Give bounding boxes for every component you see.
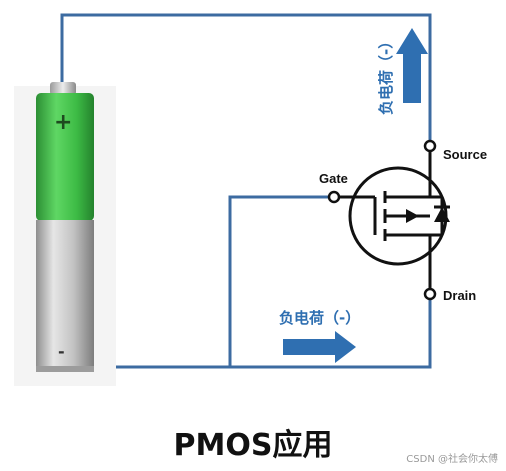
battery-minus-label: - bbox=[58, 342, 65, 361]
drain-terminal bbox=[423, 287, 437, 301]
body-arrow-icon bbox=[406, 209, 419, 223]
upward-charge-arrow bbox=[396, 28, 428, 103]
watermark: CSDN @社会你太傅 bbox=[406, 454, 498, 465]
battery bbox=[14, 82, 116, 386]
rightward-charge-arrow bbox=[283, 331, 356, 363]
horizontal-charge-label: 负电荷（-） bbox=[279, 309, 361, 327]
battery-green-top bbox=[36, 93, 94, 221]
diagram-caption: PMOS应用 bbox=[173, 428, 333, 463]
gate-wire bbox=[228, 195, 330, 367]
source-label: Source bbox=[443, 147, 488, 162]
top-wire bbox=[60, 13, 432, 140]
diode-triangle-icon bbox=[434, 207, 450, 222]
gate-label: Gate bbox=[319, 171, 348, 186]
battery-silver-body bbox=[36, 220, 94, 372]
battery-terminal-cap bbox=[50, 82, 76, 95]
source-terminal bbox=[423, 139, 437, 153]
battery-plus-label: + bbox=[54, 110, 73, 135]
wires bbox=[60, 13, 432, 369]
vertical-charge-label: 负电荷（-） bbox=[377, 33, 395, 115]
gate-terminal bbox=[327, 190, 341, 204]
bottom-wire bbox=[70, 294, 432, 369]
battery-bottom-rim bbox=[36, 366, 94, 372]
drain-label: Drain bbox=[443, 288, 477, 303]
pmos-transistor-symbol bbox=[327, 139, 452, 301]
